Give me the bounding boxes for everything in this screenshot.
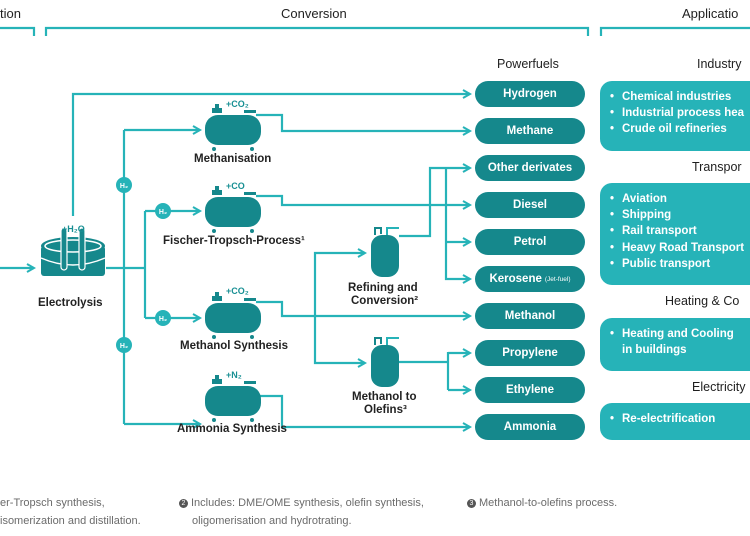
h2-badge-text: H₂ — [159, 316, 167, 323]
h2-badges — [116, 177, 171, 353]
line-ammonia — [256, 394, 470, 427]
methanisation-tank-icon — [205, 104, 261, 151]
footnote-number: 3 — [467, 499, 476, 508]
methanisation-input: +CO₂ — [226, 99, 249, 109]
line-diesel — [256, 194, 470, 205]
bracket-application — [599, 26, 750, 36]
powerfuel-kerosene: Kerosene(Jet-fuel) — [475, 266, 585, 292]
powerfuel-hydrogen: Hydrogen — [475, 81, 585, 107]
footnote-number: 2 — [179, 499, 188, 508]
powerfuel-ammonia: Ammonia — [475, 414, 585, 440]
powerfuel-petrol: Petrol — [475, 229, 585, 255]
app-head-heating: Heating & Co — [665, 294, 740, 308]
ammonia-synthesis-input: +N₂ — [226, 370, 242, 380]
line-to-mto — [313, 316, 365, 363]
methanisation-label: Methanisation — [194, 153, 272, 165]
app-head-transport: Transpor — [692, 160, 742, 174]
methanol-synthesis-label: Methanol Synthesis — [180, 340, 288, 352]
bracket-conversion — [44, 26, 590, 36]
refining-label-line2: Conversion² — [351, 295, 419, 307]
line-to-refining — [313, 253, 365, 316]
footnote-1: er-Tropsch synthesis, isomerization and … — [0, 497, 141, 527]
fischer-tropsch-label: Fischer-Tropsch-Process¹ — [163, 235, 305, 247]
app-box-transport: •Aviation •Shipping •Rail transport •Hea… — [600, 183, 750, 285]
app-box-heating: •Heating and Cooling in buildings — [600, 318, 750, 371]
line-refining-out — [399, 205, 432, 238]
electrolysis-input: +H₂O — [62, 224, 85, 234]
mto-label-line1: Methanol to — [352, 391, 417, 403]
ammonia-synthesis-label: Ammonia Synthesis — [177, 423, 287, 435]
line-methane — [256, 113, 470, 131]
line-methanol — [256, 300, 470, 316]
electrolysis-label: Electrolysis — [38, 297, 103, 309]
line-ft-to-refining-bus — [428, 168, 470, 205]
fischer-tropsch-input: +CO — [226, 181, 245, 191]
line-petrol — [444, 168, 470, 279]
powerfuel-propylene: Propylene — [475, 340, 585, 366]
ammonia-synthesis-tank-icon — [205, 375, 261, 422]
mto-tank-icon — [371, 337, 399, 387]
section-title-conversion: Conversion — [281, 6, 347, 21]
electrolysis-icon — [40, 227, 106, 276]
refining-label-line1: Refining and — [348, 282, 418, 294]
line-hydrogen — [71, 94, 470, 216]
mto-label-line2: Olefins³ — [364, 404, 407, 416]
powerfuel-other-derivates: Other derivates — [475, 155, 585, 181]
bracket-left — [0, 26, 36, 36]
app-head-electricity: Electricity — [692, 380, 746, 394]
powerfuels-title: Powerfuels — [497, 57, 559, 71]
h2-badge-text: H₂ — [159, 209, 167, 216]
methanol-synthesis-tank-icon — [205, 292, 261, 339]
refining-tank-icon — [371, 227, 399, 277]
h2-badge-text: H₂ — [120, 183, 128, 190]
powerfuel-diesel: Diesel — [475, 192, 585, 218]
app-box-electricity: •Re-electrification — [600, 403, 750, 440]
powerfuel-methane: Methane — [475, 118, 585, 144]
methanol-synthesis-input: +CO₂ — [226, 286, 249, 296]
powerfuel-methanol: Methanol — [475, 303, 585, 329]
h2-badge-text: H₂ — [120, 343, 128, 350]
fischer-tropsch-tank-icon — [205, 186, 261, 233]
section-title-application: Applicatio — [682, 6, 739, 21]
section-title-production: tion — [0, 6, 21, 21]
powerfuel-ethylene: Ethylene — [475, 377, 585, 403]
app-box-industry: •Chemical industries •Industrial process… — [600, 81, 750, 151]
app-head-industry: Industry — [697, 57, 742, 71]
